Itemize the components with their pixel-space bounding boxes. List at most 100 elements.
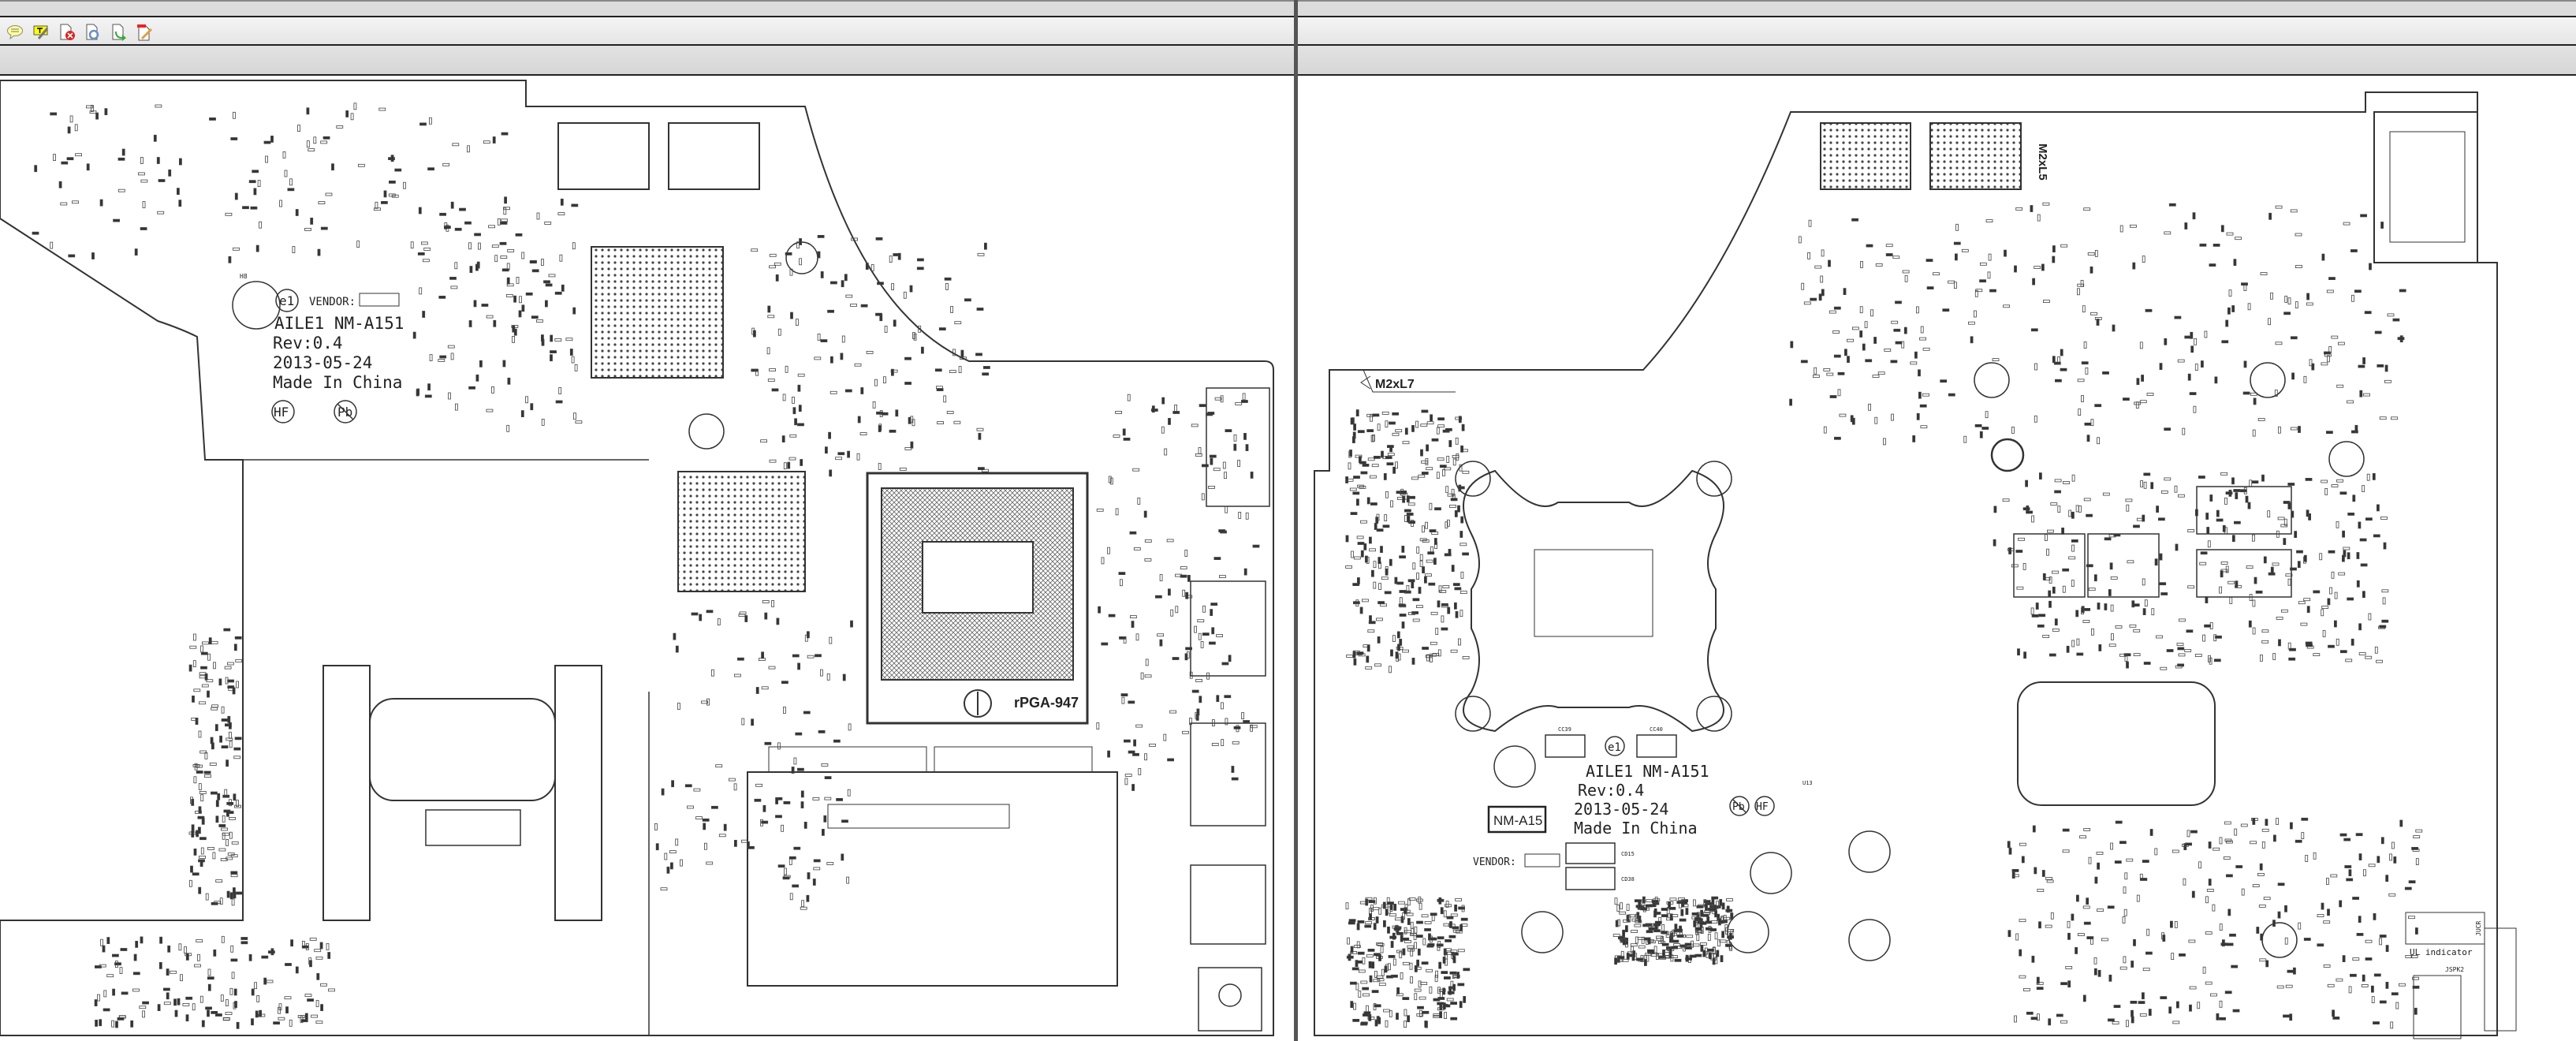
smd-component xyxy=(1890,360,1898,364)
smd-component xyxy=(1953,241,1961,245)
smd-component xyxy=(2412,985,2420,989)
smd-component xyxy=(506,283,514,287)
smd-component xyxy=(2234,520,2241,524)
smd-component xyxy=(1661,942,1669,946)
smd-component xyxy=(771,388,779,392)
smd-component xyxy=(273,1021,281,1025)
smd-component xyxy=(1359,606,1363,614)
smd-component xyxy=(184,946,188,953)
smd-component xyxy=(2366,473,2370,481)
smd-component xyxy=(881,412,889,416)
smd-component xyxy=(1390,649,1393,657)
smd-component xyxy=(1439,991,1443,998)
smd-component xyxy=(2055,379,2062,382)
comment-icon[interactable] xyxy=(6,24,24,41)
smd-component xyxy=(2164,427,2172,431)
smd-component xyxy=(1408,495,1416,499)
smd-component xyxy=(1407,515,1411,523)
smd-component xyxy=(1385,491,1389,498)
smd-component xyxy=(2140,480,2143,487)
smd-component xyxy=(1926,286,1934,290)
smd-component xyxy=(2202,634,2205,642)
smd-component xyxy=(1387,445,1394,449)
reload-document-icon[interactable] xyxy=(84,24,102,41)
smd-component xyxy=(1452,458,1456,466)
smd-component xyxy=(198,886,202,894)
smd-component xyxy=(2356,552,2360,559)
smd-component xyxy=(1214,397,1222,401)
smd-component xyxy=(1364,924,1372,928)
smd-component xyxy=(2390,1021,2394,1029)
smd-component xyxy=(2133,938,2136,946)
smd-component xyxy=(975,353,982,356)
smd-component xyxy=(308,148,315,151)
smd-component xyxy=(2078,409,2082,416)
smd-component xyxy=(2174,315,2182,319)
edit-document-icon[interactable] xyxy=(136,24,154,41)
smd-component xyxy=(1144,558,1152,562)
text-edit-icon[interactable] xyxy=(32,24,50,41)
socket-label: rPGA-947 xyxy=(1014,695,1079,711)
smd-component xyxy=(388,180,396,184)
smd-component xyxy=(2360,563,2368,567)
export-document-icon[interactable] xyxy=(110,24,128,41)
smd-component xyxy=(1942,308,1950,312)
smd-component xyxy=(2290,336,2298,340)
smd-component xyxy=(450,285,458,289)
smd-component xyxy=(1345,902,1349,910)
smd-component xyxy=(1363,543,1367,550)
right-document-pane[interactable]: M2xL7 M2xL5 UL indicator JSPK2 JUCR xyxy=(1298,0,2576,1041)
smd-component xyxy=(1708,926,1712,933)
smd-component xyxy=(2078,933,2085,936)
smd-component xyxy=(835,457,842,461)
close-document-icon[interactable] xyxy=(58,24,76,41)
smd-component xyxy=(2037,214,2041,222)
smd-component xyxy=(866,350,874,354)
smd-component xyxy=(2052,356,2056,364)
smd-component xyxy=(2032,278,2035,285)
smd-component xyxy=(2415,858,2419,865)
smd-component xyxy=(97,994,100,1002)
smd-component xyxy=(492,136,496,144)
memory-slot xyxy=(747,771,1118,987)
smd-component xyxy=(2030,1017,2038,1020)
smd-component xyxy=(1626,904,1630,911)
smd-component xyxy=(380,200,388,204)
smd-component xyxy=(2356,580,2360,588)
smd-component xyxy=(842,673,846,681)
smd-component xyxy=(2168,203,2176,207)
smd-component xyxy=(1638,901,1642,909)
smd-component xyxy=(2331,484,2339,487)
smd-component xyxy=(1404,492,1408,500)
smd-component xyxy=(2380,517,2388,520)
smd-component xyxy=(2272,920,2276,927)
left-document-pane[interactable]: rPGA-947 H8 e1 VENDOR: AILE1 NM-A151 Rev… xyxy=(0,0,1294,1041)
smd-component xyxy=(2189,1004,2192,1012)
smd-component xyxy=(2093,968,2097,976)
smd-component xyxy=(1396,647,1404,650)
smd-component xyxy=(2198,476,2205,479)
right-pcb-view[interactable]: M2xL7 M2xL5 UL indicator JSPK2 JUCR xyxy=(1298,76,2576,1041)
smd-component xyxy=(2278,426,2281,434)
smd-component xyxy=(1635,920,1642,923)
smd-component xyxy=(1250,724,1253,732)
split-view-divider[interactable] xyxy=(1294,0,1298,1041)
smd-component xyxy=(2303,938,2311,941)
left-pcb-view[interactable]: rPGA-947 H8 e1 VENDOR: AILE1 NM-A151 Rev… xyxy=(0,76,1294,1041)
smd-component xyxy=(782,876,790,880)
smd-component xyxy=(1390,941,1394,948)
smd-component xyxy=(1172,657,1180,660)
smd-component xyxy=(2290,822,2293,830)
smd-component xyxy=(701,700,708,704)
smd-component xyxy=(2346,878,2354,882)
smd-component xyxy=(1402,912,1405,920)
smd-component xyxy=(670,862,673,870)
smd-component xyxy=(2036,976,2040,984)
smd-component xyxy=(2066,645,2070,653)
smd-component xyxy=(1461,423,1465,431)
smd-component xyxy=(836,798,843,801)
smd-component xyxy=(1424,921,1432,924)
smd-component xyxy=(1404,509,1411,513)
smd-component xyxy=(2139,873,2143,881)
smd-component xyxy=(1382,901,1386,909)
